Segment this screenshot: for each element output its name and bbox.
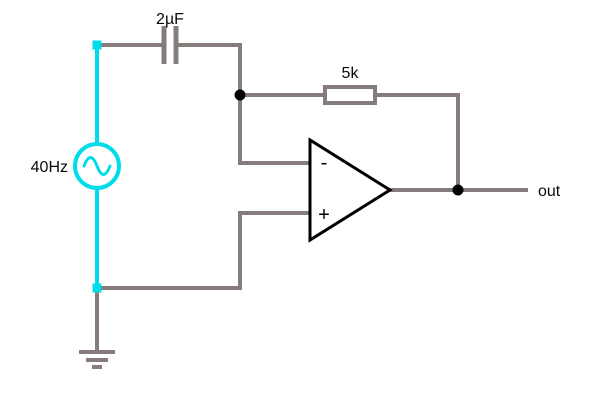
source-frequency-label: 40Hz xyxy=(31,159,68,176)
wire-capacitor-to-junction[interactable] xyxy=(176,43,242,97)
wire-noninverting-input[interactable] xyxy=(95,211,312,290)
opamp-body[interactable] xyxy=(308,137,393,243)
resistor-value-label: 5k xyxy=(342,65,360,82)
node-square-top[interactable] xyxy=(92,40,102,50)
wire-feedback-right[interactable] xyxy=(373,93,460,192)
output-label: out xyxy=(538,183,561,200)
opamp-inverting-label: - xyxy=(321,152,328,174)
ac-source[interactable] xyxy=(73,142,121,190)
resistor[interactable] xyxy=(323,85,377,105)
opamp[interactable]: - + xyxy=(308,137,393,243)
wire-junction-to-inverting-input[interactable] xyxy=(238,93,312,165)
capacitor-value-label: 2µF xyxy=(156,11,184,28)
capacitor[interactable] xyxy=(161,26,179,64)
junction-dot-output xyxy=(452,184,464,196)
ground[interactable] xyxy=(79,350,115,369)
junction-dot-feedback xyxy=(234,89,246,101)
node-square-bottom[interactable] xyxy=(92,283,102,293)
sine-wave-icon xyxy=(82,156,112,176)
opamp-noninverting-label: + xyxy=(318,204,330,226)
